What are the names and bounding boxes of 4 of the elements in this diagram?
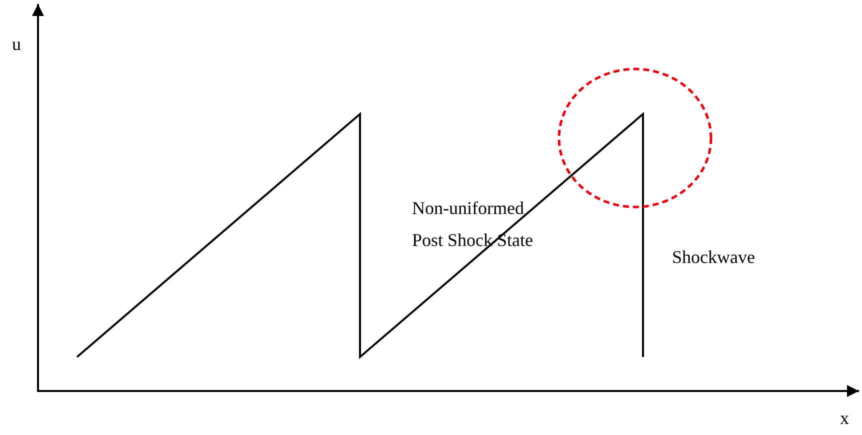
axis-label: u bbox=[12, 33, 21, 56]
axis-label: x bbox=[840, 407, 849, 430]
region-label: Non-uniformed Post Shock State bbox=[412, 197, 534, 252]
shock-label: Shockwave bbox=[672, 246, 755, 269]
